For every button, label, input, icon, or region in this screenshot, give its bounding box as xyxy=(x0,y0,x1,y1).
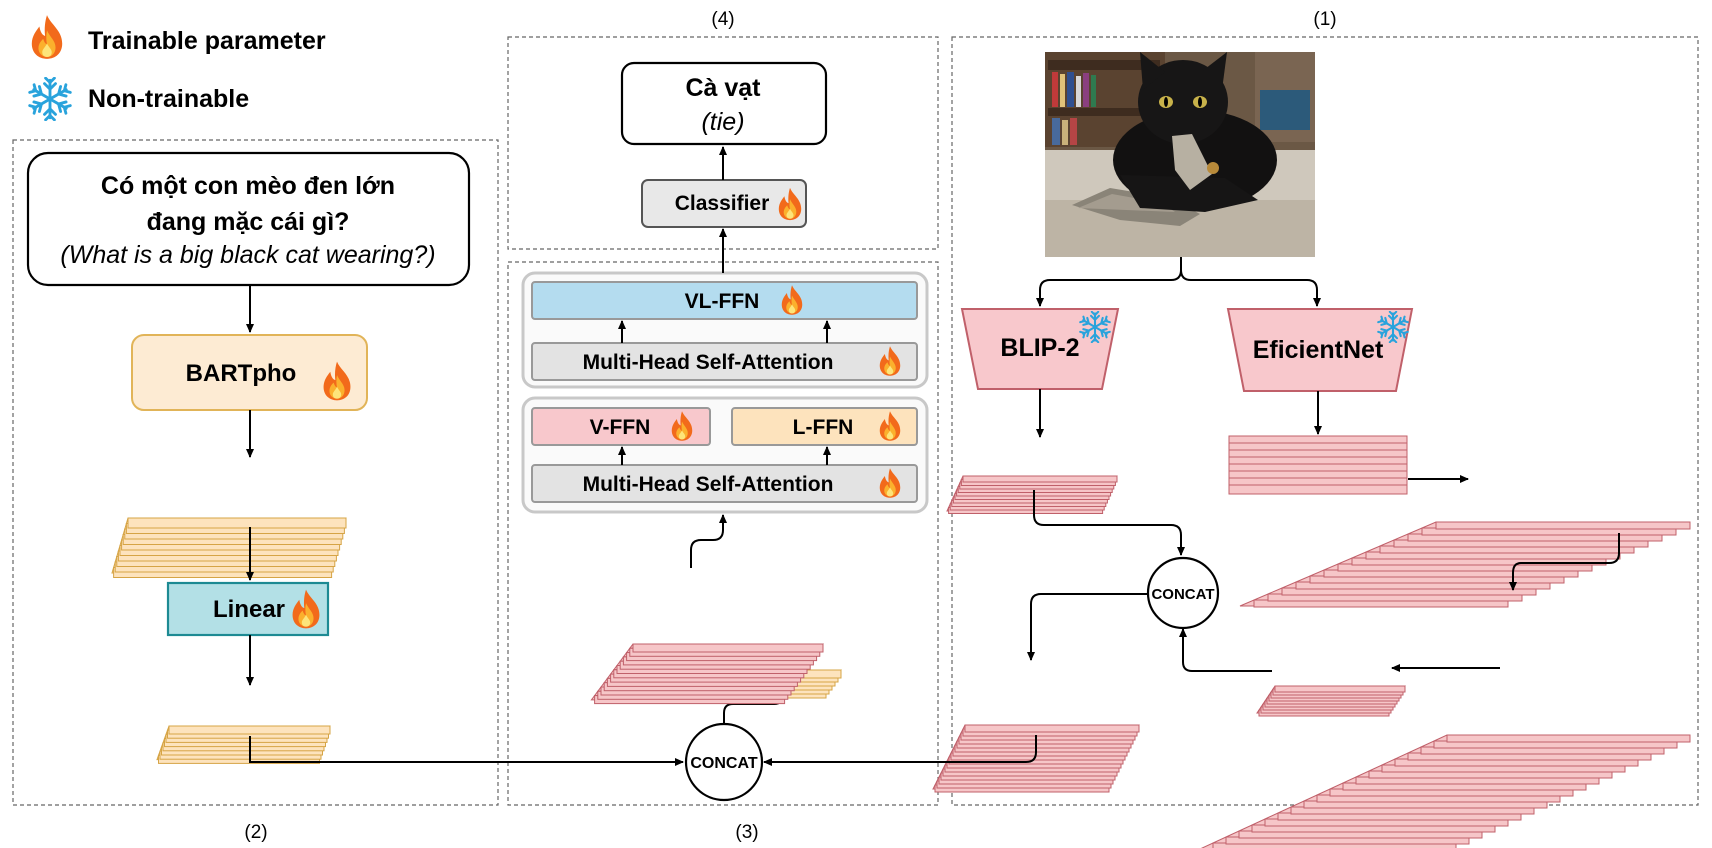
linear-label: Linear xyxy=(213,596,285,623)
text-branch: Có một con mèo đen lớn đang mặc cái gì? … xyxy=(26,151,684,766)
vision-concat-output-tensor xyxy=(932,724,1140,793)
tensor-slice xyxy=(1446,734,1691,743)
joint-image-part xyxy=(590,643,824,705)
vision-branch: BLIP-2 EficientNet CONCAT xyxy=(763,52,1691,848)
blip2-block xyxy=(960,308,1120,390)
l-ffn-box xyxy=(731,407,918,446)
answer-translation: (tie) xyxy=(701,108,744,136)
vision-concat-label: CONCAT xyxy=(1151,586,1214,603)
arrow-flatten-to-projection xyxy=(1509,533,1620,591)
fusion-block: CONCAT V-FFN L-FFN Multi-Head Self-Atten… xyxy=(521,228,929,802)
output-block: Classifier Cà vạt (tie) xyxy=(620,61,828,228)
efficientnet-projected-features xyxy=(1200,734,1691,848)
mhsa-bottom-label: Multi-Head Self-Attention xyxy=(583,473,834,496)
tensor-slice xyxy=(127,517,347,529)
tensor-slice xyxy=(632,643,824,653)
answer-label: Cà vạt xyxy=(685,74,761,102)
v-ffn-box xyxy=(531,407,711,446)
legend: Trainable parameter Non-trainable xyxy=(29,15,326,120)
arrow-photo-to-efficientnet xyxy=(1180,257,1321,307)
text-feature-tensor-small xyxy=(156,725,331,764)
tensor-slice xyxy=(1228,484,1408,495)
legend-trainable-label: Trainable parameter xyxy=(88,27,326,55)
panel-2-label: (2) xyxy=(244,822,267,843)
tensor-slice xyxy=(168,725,331,735)
snowflake-icon xyxy=(29,78,71,120)
classifier-label: Classifier xyxy=(675,192,770,215)
bartpho-label: BARTpho xyxy=(186,360,297,387)
fire-icon xyxy=(31,15,63,59)
black-cat-photo xyxy=(1045,52,1315,257)
answer-box xyxy=(620,61,828,146)
vl-ffn-label: VL-FFN xyxy=(685,290,760,313)
efficientnet-feature-map-stack xyxy=(1228,435,1408,495)
text-feature-tensor-large xyxy=(111,517,347,578)
tensor-slice xyxy=(1435,521,1691,530)
question-box xyxy=(26,151,471,287)
efficientnet-flattened-features xyxy=(1239,521,1691,608)
efficientnet-pooled-features xyxy=(1256,685,1406,717)
tensor-slice xyxy=(1274,685,1406,693)
panel-3-label: (3) xyxy=(735,822,758,843)
arrow-blip-features-to-concat xyxy=(1033,490,1185,556)
vl-ffn-box xyxy=(531,281,918,320)
arrow-pooled-to-concat xyxy=(1179,628,1272,672)
question-line-2: đang mặc cái gì? xyxy=(147,208,350,236)
l-ffn-label: L-FFN xyxy=(793,416,854,439)
arrow-photo-to-blip xyxy=(1036,257,1182,307)
mhsa-top-label: Multi-Head Self-Attention xyxy=(583,351,834,374)
arrow-concat-to-vision-output xyxy=(1027,593,1148,661)
question-translation: (What is a big black cat wearing?) xyxy=(60,241,435,269)
efficientnet-block xyxy=(1226,308,1414,392)
arrow-joint-to-moe-layer xyxy=(690,514,727,568)
fusion-concat-label: CONCAT xyxy=(690,755,757,772)
panel-3-border xyxy=(507,261,939,806)
mhsa-top-box xyxy=(531,342,918,381)
blip-feature-tensor xyxy=(946,475,1118,514)
v-ffn-label: V-FFN xyxy=(590,416,651,439)
panel-2-border xyxy=(12,139,499,806)
tensor-slice xyxy=(962,475,1118,483)
question-line-1: Có một con mèo đen lớn xyxy=(101,172,395,200)
arrow-text-to-concat xyxy=(249,736,684,766)
efficientnet-label: EficientNet xyxy=(1253,336,1384,364)
panel-4-label: (4) xyxy=(711,9,734,30)
panel-1-label: (1) xyxy=(1313,9,1336,30)
arrow-vision-to-fusion-concat xyxy=(763,735,1037,766)
tensor-slice xyxy=(964,724,1140,733)
mhsa-bottom-box xyxy=(531,464,918,503)
legend-frozen-label: Non-trainable xyxy=(88,85,249,113)
blip2-label: BLIP-2 xyxy=(1000,334,1079,362)
